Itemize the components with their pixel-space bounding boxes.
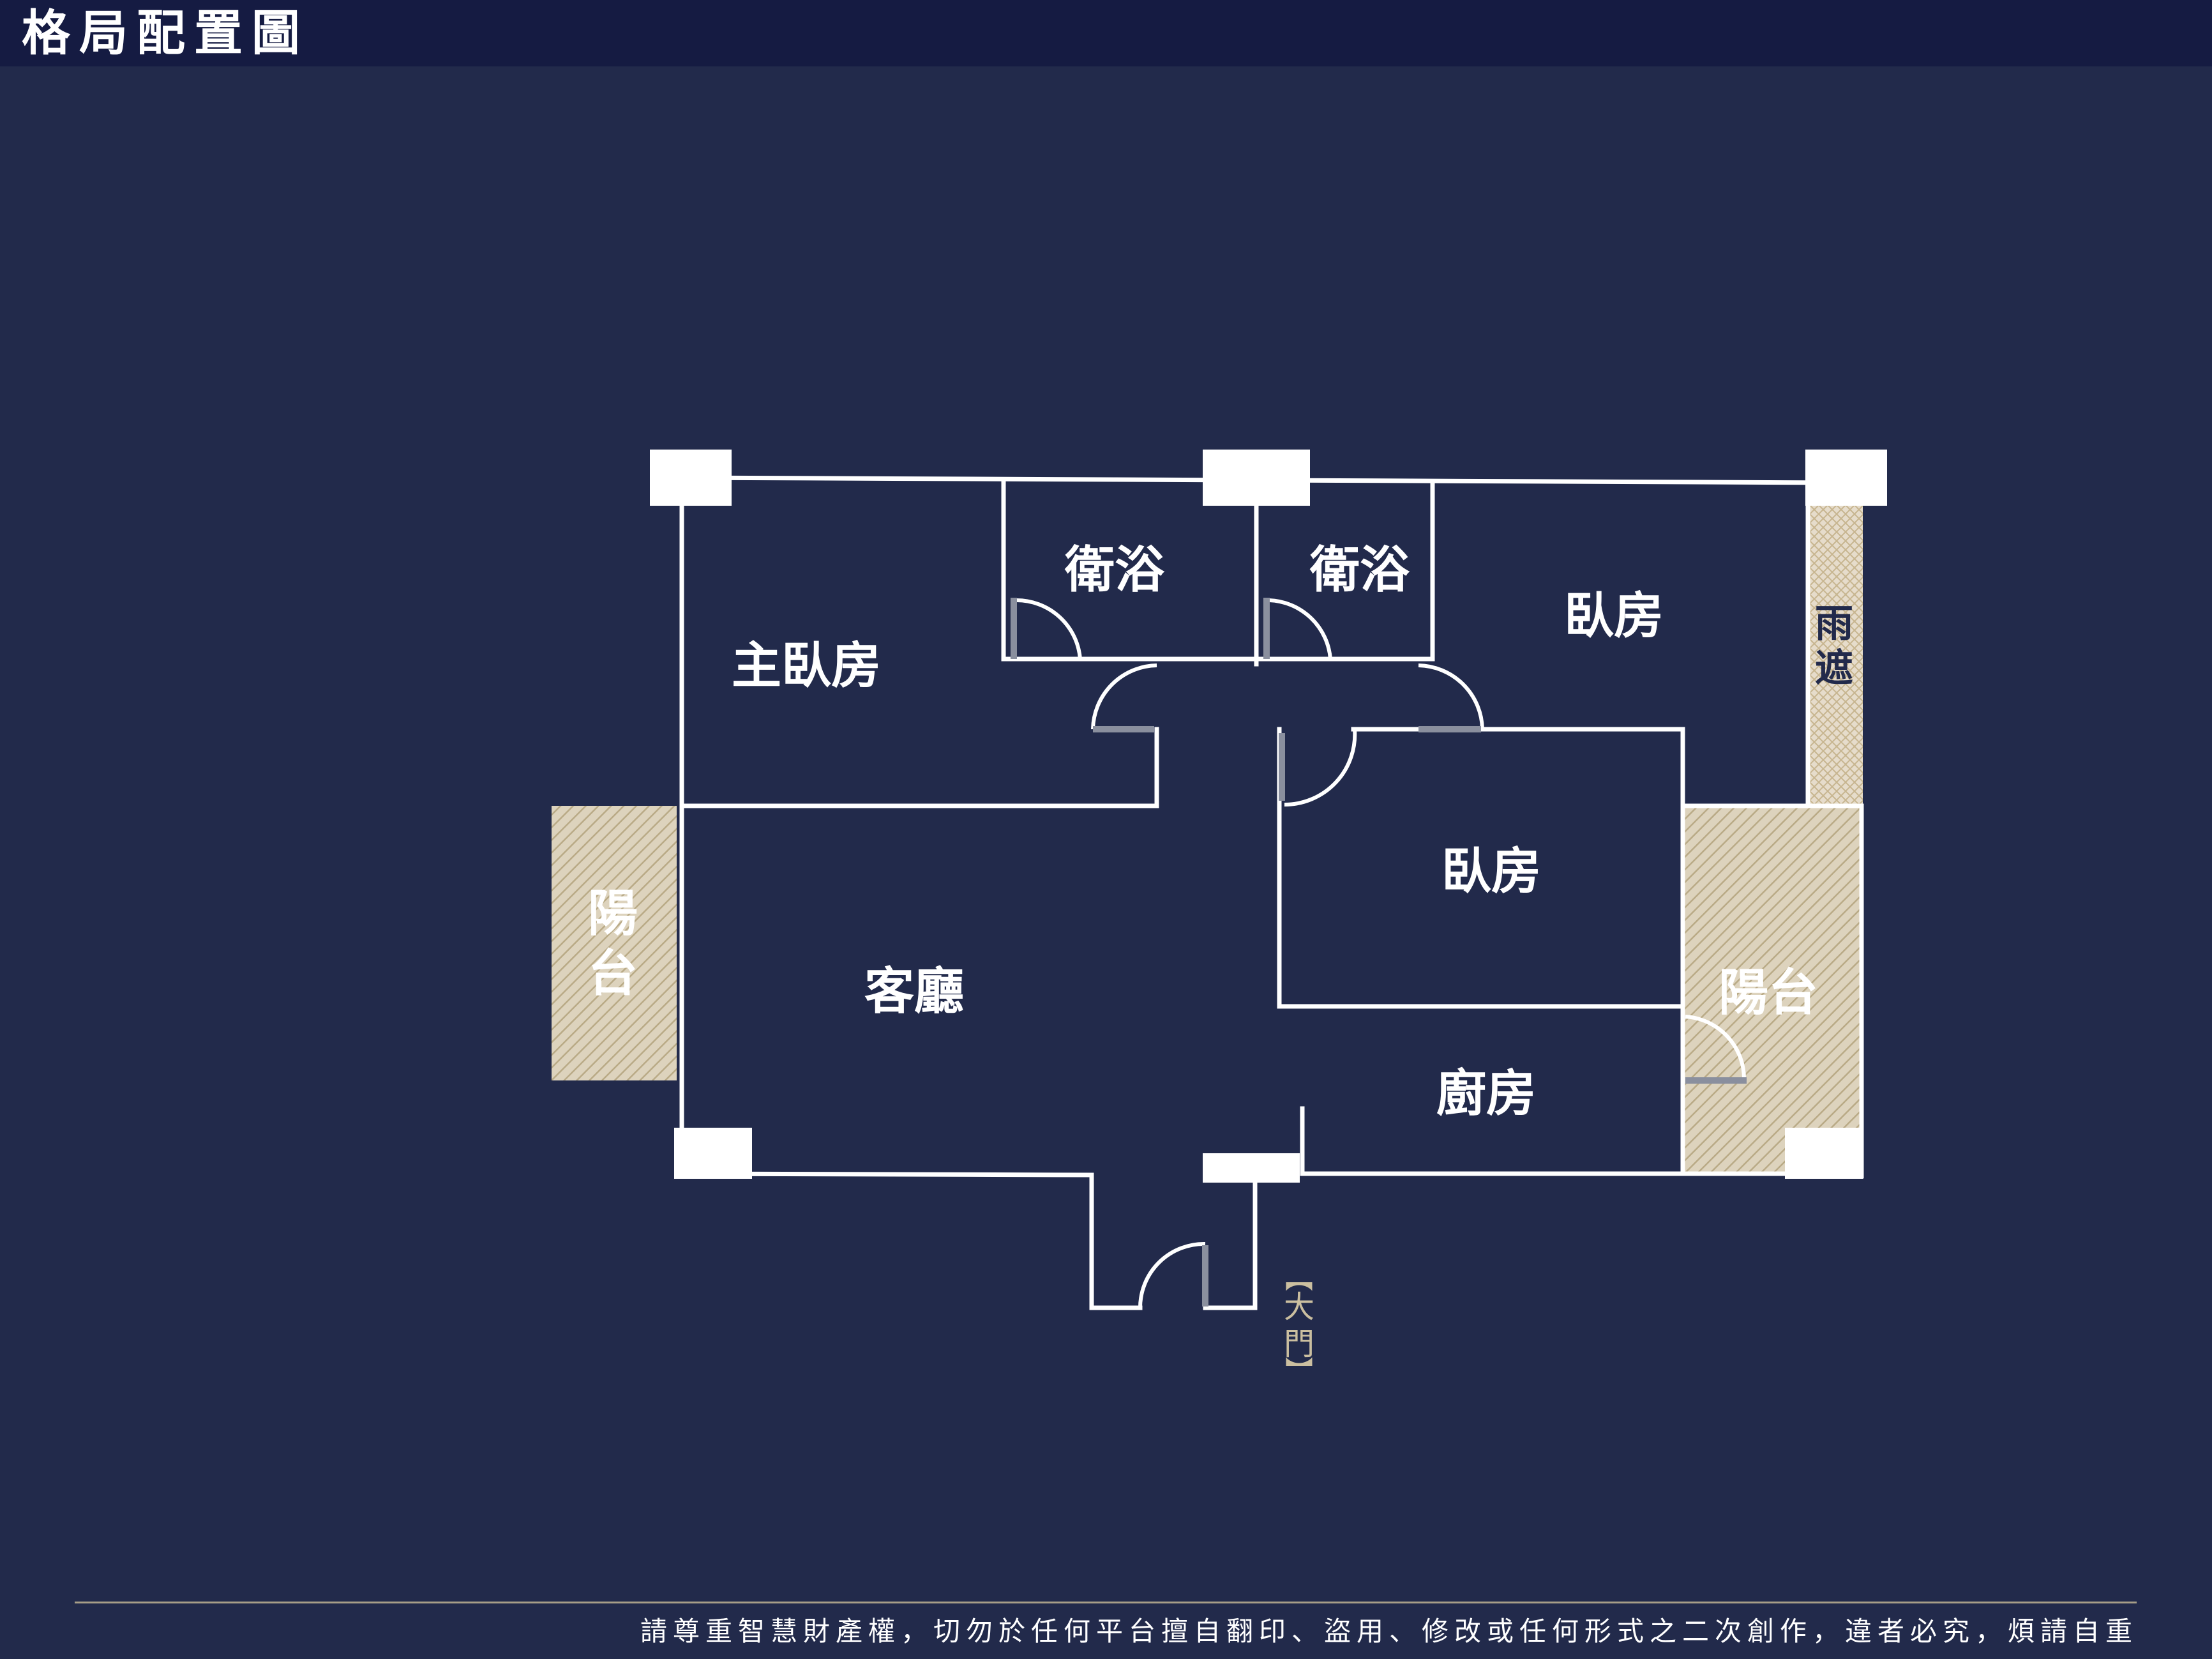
balcony-east-area xyxy=(1683,806,1863,1175)
door-leaves xyxy=(1011,598,1747,1307)
room-label-living-room: 客廳 xyxy=(864,963,965,1020)
room-label-bedroom-north: 臥房 xyxy=(1564,587,1664,645)
room-label-balcony-west: 陽台 xyxy=(587,885,638,1003)
room-label-kitchen: 廚房 xyxy=(1436,1065,1537,1123)
bracket-icon: ︻ xyxy=(1285,1262,1313,1295)
room-label-balcony-east: 陽台 xyxy=(1719,964,1819,1022)
canopy-area xyxy=(1808,504,1863,806)
entrance-label-group: ︻ 大門 ︼ xyxy=(1277,1262,1321,1388)
page-title: 格局配置圖 xyxy=(22,4,309,61)
entrance-label: 大門 xyxy=(1283,1289,1314,1362)
door-swings xyxy=(1016,598,1747,1308)
header-bar: 格局配置圖 xyxy=(0,0,2212,66)
balcony-west-area xyxy=(552,806,677,1080)
columns xyxy=(650,450,1887,1183)
bracket-icon: ︼ xyxy=(1285,1356,1313,1388)
footer-divider xyxy=(75,1602,2137,1603)
copyright-notice: 請尊重智慧財產權，切勿於任何平台擅自翻印、盜用、修改或任何形式之二次創作，違者必… xyxy=(640,1616,2138,1647)
walls xyxy=(678,475,1864,1310)
room-label-bathroom-2: 衛浴 xyxy=(1310,542,1410,599)
room-label-bedroom-middle: 臥房 xyxy=(1441,843,1542,900)
room-label-bathroom-1: 衛浴 xyxy=(1065,542,1165,599)
room-label-canopy: 雨遮 xyxy=(1815,602,1853,691)
room-label-master-bedroom: 主臥房 xyxy=(732,637,882,695)
